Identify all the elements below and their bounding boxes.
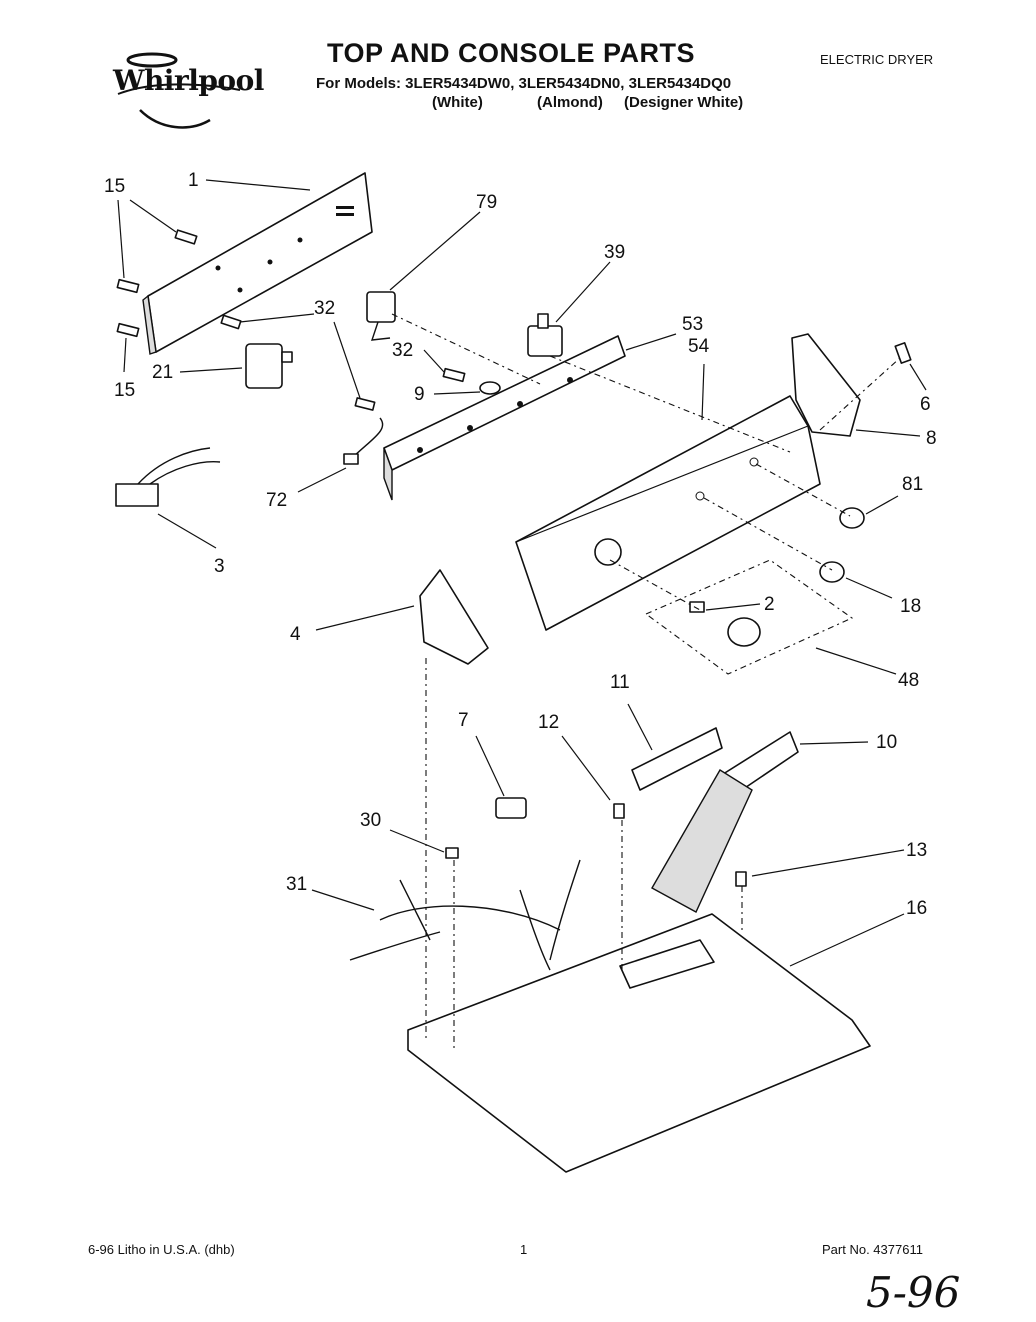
callout-53: 53	[682, 314, 703, 335]
console-rail-part-53	[383, 335, 626, 501]
screw-part-32-c	[354, 397, 376, 411]
wire-harness-part-72	[343, 417, 384, 465]
callout-18: 18	[900, 596, 921, 617]
callout-12: 12	[538, 712, 559, 733]
product-type: ELECTRIC DRYER	[820, 52, 934, 67]
variant-almond: (Almond)	[537, 94, 603, 111]
callout-11: 11	[610, 672, 630, 693]
screw-part-13	[735, 871, 747, 887]
end-cap-part-8	[791, 333, 861, 437]
switch-part-79	[366, 291, 396, 341]
screw-part-32-a	[220, 314, 242, 330]
connector-part-7	[495, 797, 527, 819]
screw-part-6	[894, 342, 912, 364]
switch-part-39	[527, 313, 563, 357]
callout-16: 16	[906, 898, 927, 919]
brand-logo-text: Whirlpool	[113, 64, 264, 97]
callout-32-center: 32	[392, 340, 413, 361]
model-list: For Models: 3LER5434DW0, 3LER5434DN0, 3L…	[316, 75, 732, 92]
timer-part-21	[245, 343, 293, 389]
knob-part-81	[839, 507, 865, 529]
screw-part-15-c	[116, 322, 140, 338]
control-panel-backplate	[142, 172, 373, 355]
top-panel-part-16	[407, 913, 871, 1173]
callout-30: 30	[360, 810, 381, 831]
callout-2: 2	[764, 594, 775, 615]
leader-lines	[117, 179, 927, 967]
callout-10: 10	[876, 732, 897, 753]
callout-3: 3	[214, 556, 225, 577]
lint-screen-cover-part-11	[631, 727, 723, 791]
screw-part-12	[613, 803, 625, 819]
callout-15-top: 15	[104, 176, 125, 197]
callout-4: 4	[290, 624, 301, 645]
clip-part-2	[689, 601, 705, 613]
callout-81: 81	[902, 474, 923, 495]
end-cap-part-4	[419, 569, 489, 665]
callout-labels: 1 15 15 15 79 39 32 32 21 9 53 54 6 8 72…	[104, 170, 937, 919]
handwritten-date: 5-96	[866, 1268, 961, 1317]
callout-31: 31	[286, 874, 307, 895]
page-number: 1	[520, 1242, 528, 1257]
whirlpool-swirl-logo	[117, 52, 241, 129]
connector-part-3	[115, 447, 221, 507]
knob-part-18	[819, 561, 845, 583]
callout-7: 7	[458, 710, 469, 731]
callout-1: 1	[188, 170, 199, 191]
clip-part-30	[445, 847, 459, 859]
callout-13: 13	[906, 840, 927, 861]
screw-part-32-b	[442, 367, 466, 383]
lint-screen-part-10	[651, 731, 799, 913]
callout-39: 39	[604, 242, 625, 263]
part-number: Part No. 4377611	[822, 1242, 923, 1257]
callout-48: 48	[898, 670, 919, 691]
callout-21: 21	[152, 362, 173, 383]
callout-72: 72	[266, 490, 287, 511]
main-wire-harness-part-31	[349, 859, 581, 971]
litho-info: 6-96 Litho in U.S.A. (dhb)	[88, 1242, 235, 1257]
callout-54: 54	[688, 336, 710, 357]
callout-32-left: 32	[314, 298, 335, 319]
callout-79: 79	[476, 192, 497, 213]
callout-6: 6	[920, 394, 931, 415]
callout-9: 9	[414, 384, 425, 405]
screw-part-15-b	[116, 278, 140, 294]
variant-designer-white: (Designer White)	[624, 94, 744, 111]
callout-15-bottom: 15	[114, 380, 135, 401]
screw-part-15-a	[174, 229, 198, 245]
bracket-part-9	[479, 381, 501, 395]
variant-white: (White)	[432, 94, 483, 111]
dial-part-48	[644, 559, 854, 675]
page-title: TOP AND CONSOLE PARTS	[327, 38, 696, 68]
callout-8: 8	[926, 428, 937, 449]
